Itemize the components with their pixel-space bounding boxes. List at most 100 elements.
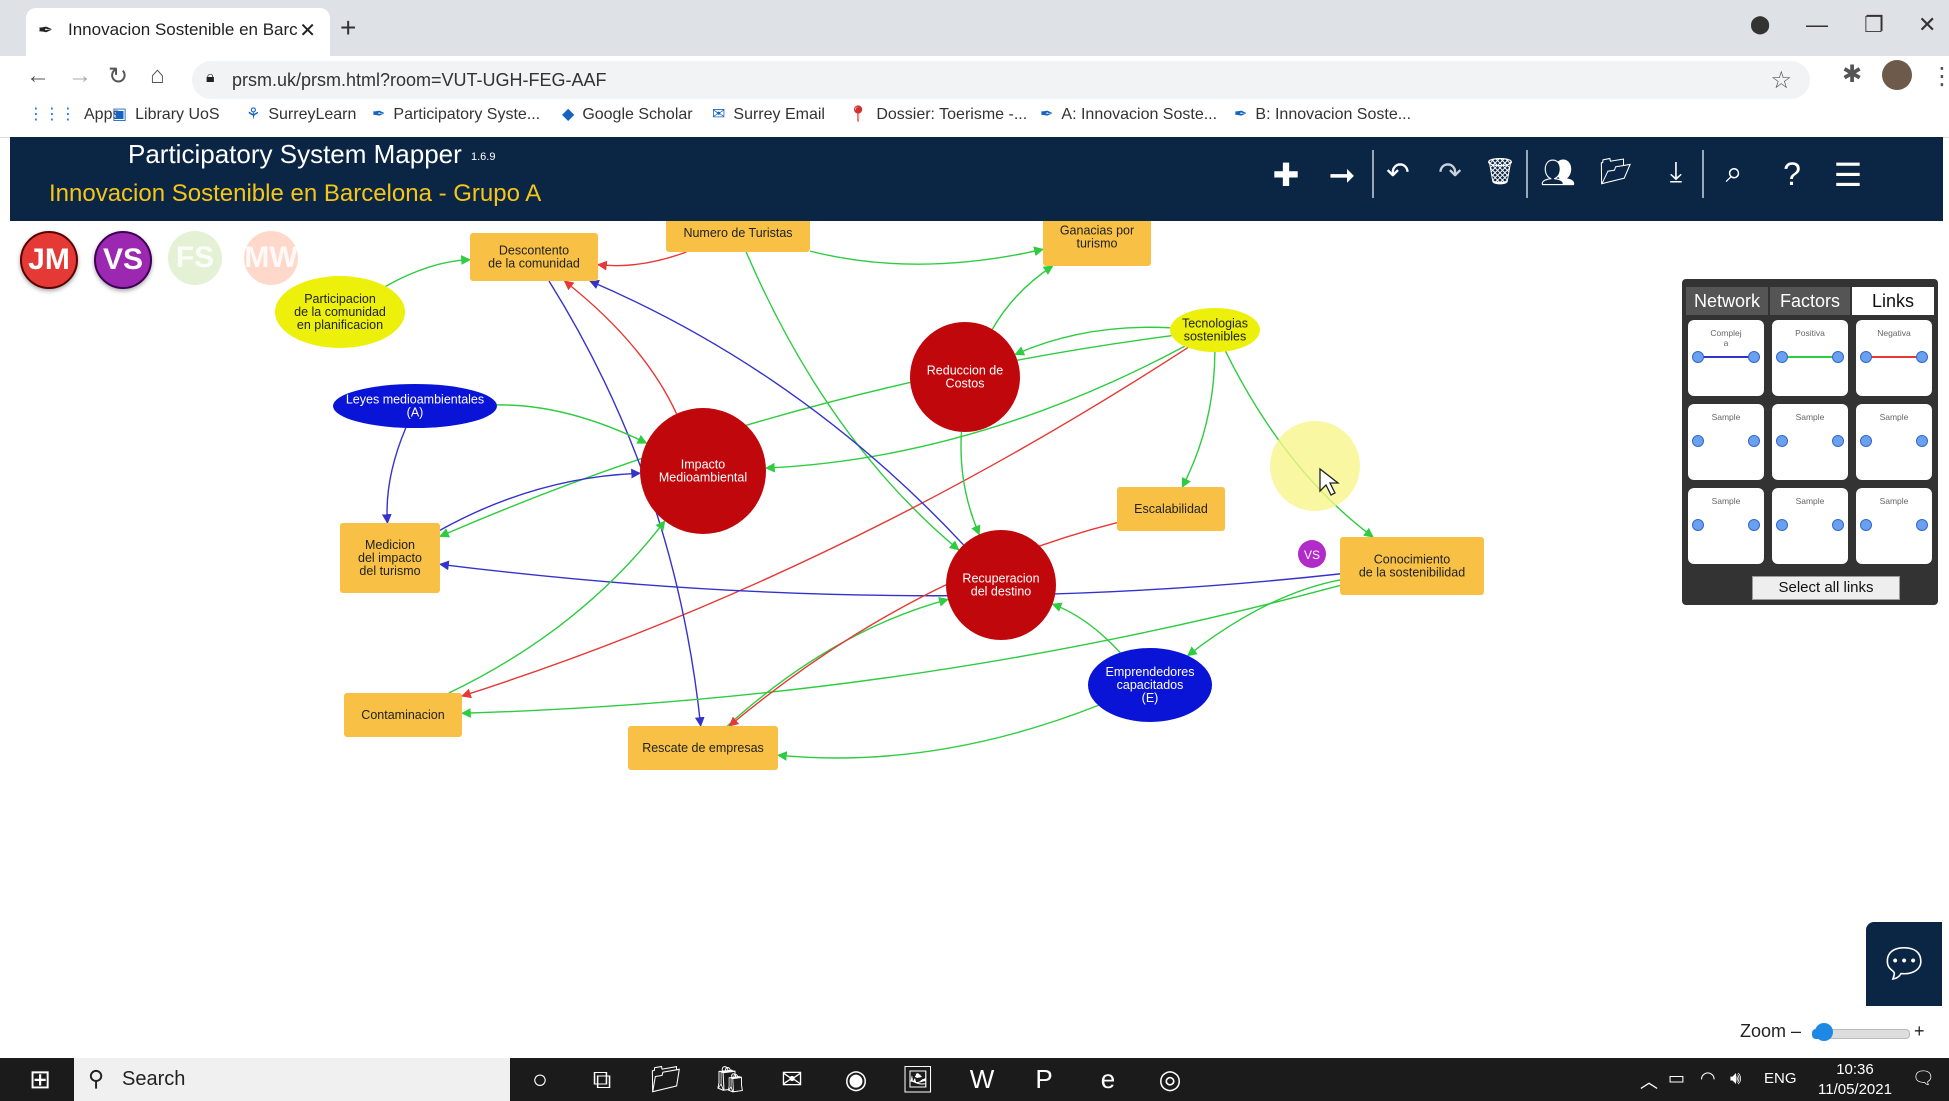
bookmark-item[interactable]: ▣Library UoS: [112, 104, 220, 124]
tab-close-icon[interactable]: ✕: [299, 20, 316, 42]
bookmark-item[interactable]: ⚘SurreyLearn: [246, 104, 356, 124]
factor-node[interactable]: Numero de Turistas: [666, 221, 810, 252]
link-n7-n3[interactable]: [991, 265, 1054, 330]
factor-node-shape[interactable]: [946, 530, 1056, 640]
user-avatar[interactable]: VS: [94, 231, 152, 289]
factor-node-shape[interactable]: [275, 276, 405, 348]
share-users-icon[interactable]: 👥︎: [1540, 157, 1576, 188]
link-style-sample[interactable]: Complej a: [1688, 320, 1764, 396]
undo-icon[interactable]: ↶: [1386, 157, 1410, 188]
cortana-icon[interactable]: ○: [532, 1064, 548, 1094]
select-all-links-button[interactable]: Select all links: [1752, 576, 1900, 600]
open-folder-icon[interactable]: 📂︎: [1599, 156, 1633, 186]
user-avatar[interactable]: JM: [20, 231, 78, 289]
link-n5-n10[interactable]: [381, 427, 407, 524]
help-icon[interactable]: ?: [1783, 156, 1801, 192]
notifications-icon[interactable]: 🗨︎: [1912, 1068, 1935, 1088]
home-icon[interactable]: ⌂: [150, 62, 165, 89]
bookmark-star-icon[interactable]: ☆: [1770, 67, 1792, 94]
panel-tab-network[interactable]: Network: [1686, 287, 1768, 315]
link-n2-n3[interactable]: [809, 246, 1044, 265]
bookmark-item[interactable]: ✒A: Innovacion Soste...: [1040, 104, 1217, 124]
link-n13-n15[interactable]: [777, 704, 1099, 761]
search-icon[interactable]: ⌕: [1725, 156, 1743, 189]
factor-node-shape[interactable]: [1170, 308, 1260, 352]
link-n7-n11[interactable]: [960, 431, 981, 536]
link-n8-n6[interactable]: [764, 345, 1185, 473]
link-n12-n13[interactable]: [1186, 579, 1341, 657]
factor-node-shape[interactable]: [1340, 537, 1484, 595]
link-n10-n6[interactable]: [439, 468, 642, 531]
volume-icon[interactable]: 🔊︎: [1730, 1068, 1742, 1088]
link-style-sample[interactable]: Sample: [1856, 404, 1932, 480]
browser-tab[interactable]: ✒ Innovacion Sostenible en Barcelo ✕: [26, 8, 330, 56]
link-n12-n10[interactable]: [439, 560, 1341, 597]
map-title[interactable]: Innovacion Sostenible en Barcelona - Gru…: [49, 180, 542, 207]
link-n2-n1[interactable]: [597, 251, 687, 271]
link-n14-n6[interactable]: [448, 520, 666, 694]
task-view-icon[interactable]: ⧉: [592, 1064, 612, 1094]
zoom-slider-thumb[interactable]: [1815, 1023, 1833, 1041]
panel-tab-links[interactable]: Links: [1852, 287, 1934, 315]
factor-node-shape[interactable]: [340, 523, 440, 593]
mail-icon[interactable]: ✉: [781, 1064, 803, 1094]
taskbar-clock[interactable]: 10:36 11/05/2021: [1818, 1060, 1892, 1100]
add-node-icon[interactable]: ✚: [1272, 157, 1300, 193]
link-style-sample[interactable]: Positiva: [1772, 320, 1848, 396]
tray-chevron-icon[interactable]: ︿: [1640, 1072, 1658, 1092]
profile-dropdown-icon[interactable]: ⬤: [1750, 14, 1771, 34]
windows-start-icon[interactable]: ⊞: [29, 1064, 51, 1094]
link-n8-n7[interactable]: [1014, 326, 1171, 356]
window-close-button[interactable]: ✕: [1918, 12, 1937, 37]
link-n8-n10[interactable]: [439, 335, 1172, 538]
add-link-icon[interactable]: ➞: [1328, 157, 1356, 193]
download-icon[interactable]: ⤓: [1669, 156, 1683, 187]
panel-tab-factors[interactable]: Factors: [1770, 287, 1850, 315]
file-explorer-icon[interactable]: 📁︎: [649, 1064, 683, 1094]
bookmark-item[interactable]: ✒Participatory Syste...: [372, 104, 540, 124]
link-n8-n9[interactable]: [1181, 351, 1216, 488]
edge-icon[interactable]: e: [1100, 1064, 1116, 1094]
factor-node-shape[interactable]: [1088, 648, 1212, 722]
wifi-icon[interactable]: ◠: [1700, 1068, 1716, 1088]
back-icon[interactable]: ←: [26, 62, 50, 89]
language-indicator[interactable]: ENG: [1764, 1070, 1797, 1087]
link-style-sample[interactable]: Sample: [1856, 488, 1932, 564]
link-style-sample[interactable]: Sample: [1688, 404, 1764, 480]
link-style-sample[interactable]: Sample: [1772, 488, 1848, 564]
factor-node-shape[interactable]: [640, 408, 766, 534]
link-n13-n11[interactable]: [1051, 602, 1121, 654]
factor-node[interactable]: Rescate de empresas: [628, 726, 778, 770]
chat-bubble-icon[interactable]: 💬︎: [1866, 922, 1942, 1006]
link-n15-n11[interactable]: [726, 596, 949, 727]
extensions-icon[interactable]: ✱: [1842, 61, 1863, 88]
powerpoint-icon[interactable]: P: [1035, 1064, 1053, 1094]
factor-node-shape[interactable]: [470, 233, 598, 281]
link-n11-n1[interactable]: [589, 279, 964, 546]
photos-icon[interactable]: 🖼︎: [901, 1064, 935, 1094]
url-text[interactable]: prsm.uk/prsm.html?room=VUT-UGH-FEG-AAF: [232, 70, 607, 90]
bookmark-item[interactable]: 📍︎Dossier: Toerisme -...: [848, 104, 1027, 124]
menu-kebab-icon[interactable]: ⋮: [1930, 63, 1949, 90]
user-avatar[interactable]: MW: [244, 231, 298, 285]
word-icon[interactable]: W: [969, 1064, 995, 1094]
link-style-sample[interactable]: Sample: [1772, 404, 1848, 480]
obs-icon[interactable]: ◎: [1158, 1064, 1182, 1094]
link-n5-n6[interactable]: [496, 404, 648, 444]
bookmark-item[interactable]: ✉Surrey Email: [712, 104, 825, 124]
bookmark-item[interactable]: ◆Google Scholar: [562, 104, 693, 124]
settings-sliders-icon[interactable]: ☰: [1833, 157, 1863, 193]
factor-node[interactable]: Escalabilidad: [1117, 487, 1225, 531]
link-style-sample[interactable]: Sample: [1688, 488, 1764, 564]
factor-node-shape[interactable]: [666, 221, 810, 252]
factor-node[interactable]: Leyes medioambientales(A): [333, 384, 497, 428]
